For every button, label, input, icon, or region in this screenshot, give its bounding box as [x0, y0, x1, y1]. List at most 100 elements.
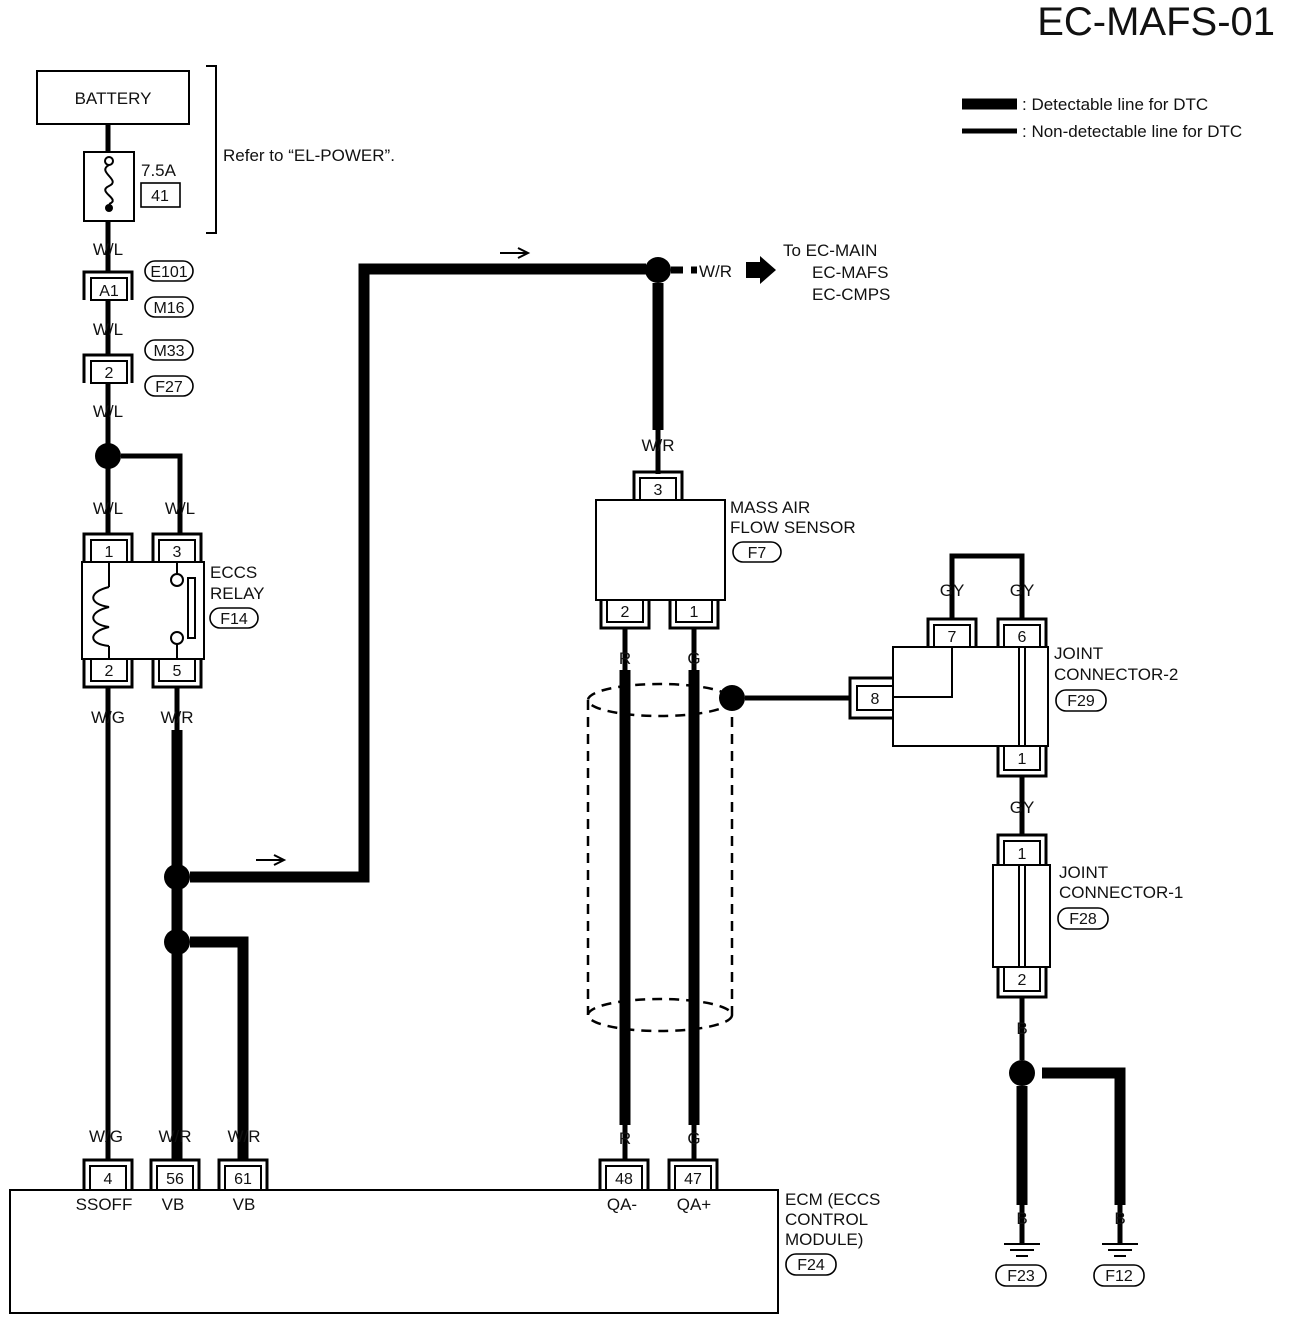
splice-to-ecm61-wire	[190, 936, 249, 1160]
jc2-pin8-shell	[848, 676, 893, 720]
splice-to-relay3-wire	[121, 453, 183, 534]
relay-title-2: RELAY	[210, 584, 265, 603]
refer-bracket	[206, 65, 217, 234]
ground-f12-icon	[1102, 1243, 1138, 1257]
flow-arrow-upper	[500, 247, 531, 259]
wire-color-b-3: B	[1114, 1209, 1125, 1228]
pin-relay-5: 5	[173, 663, 182, 680]
ecm-pin61-shell	[217, 1158, 269, 1190]
relay-pin5-box	[158, 658, 196, 682]
to-block-1: To EC-MAIN	[783, 241, 877, 260]
relay-switch-contact-bottom	[170, 631, 184, 645]
pin-maf-3: 3	[654, 482, 663, 499]
tag-m33: M33	[153, 343, 184, 360]
jc1-title-1: JOINT	[1059, 863, 1108, 882]
pin-jc1-2: 2	[1018, 972, 1027, 989]
pin-ecm-48: 48	[615, 1171, 633, 1188]
maf-sensor-body	[595, 499, 726, 601]
jc2-pin1-box	[1003, 745, 1041, 771]
ecm-pin48-shell	[598, 1158, 650, 1190]
maf-title-1: MASS AIR	[730, 498, 810, 517]
tag-m16: M16	[153, 300, 184, 317]
pin-jc1-1: 1	[1018, 846, 1027, 863]
pin-a1: A1	[99, 283, 119, 300]
tag-f7: F7	[748, 545, 767, 562]
ecm-pin4-box	[89, 1165, 127, 1191]
tag-m33-box	[144, 339, 194, 361]
ecm-title-1: ECM (ECCS	[785, 1190, 880, 1209]
to-block-3: EC-CMPS	[812, 285, 890, 304]
wire-color-wl-2: W/L	[93, 320, 123, 339]
ecm-pin47-shell	[667, 1158, 719, 1190]
gy-jumper-wire	[949, 553, 1025, 620]
tag-f23-box	[995, 1264, 1047, 1287]
pin-jc2-8: 8	[871, 691, 880, 708]
wire-color-wg-2: W/G	[89, 1127, 123, 1146]
tag-f24-box	[785, 1253, 837, 1276]
maf-pin1-box	[675, 599, 713, 623]
ecm-terminal-vb-2: VB	[233, 1195, 256, 1214]
wire-color-wg-1: W/G	[91, 708, 125, 727]
shield-drain-splice	[719, 685, 745, 711]
jc2-title-1: JOINT	[1054, 644, 1103, 663]
relay-pin3-shell	[151, 532, 203, 562]
pin-relay-1: 1	[105, 544, 114, 561]
relay-switch-contact-top	[170, 573, 184, 587]
wire-color-wl-3: W/L	[93, 402, 123, 421]
tag-e101: E101	[150, 264, 187, 281]
wire-color-wr-1: W/R	[160, 708, 193, 727]
tag-f27-box	[144, 375, 194, 397]
tag-f23: F23	[1007, 1268, 1035, 1285]
tag-f24: F24	[797, 1257, 825, 1274]
wire-color-wr-5: W/R	[641, 436, 674, 455]
wire-color-wr-4: W/R	[699, 262, 732, 281]
jc2-pin8-box	[856, 685, 894, 711]
jc2-pin6-shell	[996, 617, 1048, 647]
to-block-2: EC-MAFS	[812, 263, 889, 282]
battery-box	[36, 70, 190, 125]
ecm-title-3: MODULE)	[785, 1230, 863, 1249]
wire-color-r-2: R	[619, 1129, 631, 1148]
pin-ecm-4: 4	[104, 1171, 113, 1188]
connector-a1-shell	[82, 270, 134, 300]
wire-color-gy-2: GY	[1010, 581, 1035, 600]
jc1-pin2-box	[1003, 966, 1041, 992]
pin-jc2-1: 1	[1018, 751, 1027, 768]
relay-pin2-box	[90, 658, 128, 682]
ecm-pin56-shell	[149, 1158, 201, 1190]
tag-f14: F14	[220, 611, 248, 628]
jc1-pin1-shell	[996, 833, 1048, 865]
pin-ecm-56: 56	[166, 1171, 184, 1188]
wire-color-b-2: B	[1016, 1209, 1027, 1228]
legend-non-detectable-label: : Non-detectable line for DTC	[1022, 122, 1242, 141]
tag-f12-box	[1093, 1264, 1145, 1287]
relay-switch-arm	[187, 577, 196, 639]
tag-f29-box	[1055, 689, 1107, 712]
legend-detectable-label: : Detectable line for DTC	[1022, 95, 1208, 114]
jc2-pin7-shell	[926, 617, 978, 647]
tag-f14-box	[209, 607, 259, 629]
ecm-title-2: CONTROL	[785, 1210, 868, 1229]
pin-relay-2: 2	[105, 663, 114, 680]
tag-f7-box	[732, 541, 782, 563]
maf-pin3-shell	[632, 470, 684, 500]
tag-m16-box	[144, 296, 194, 318]
pin-jc2-6: 6	[1018, 629, 1027, 646]
ecm-terminal-ssoff: SSOFF	[76, 1195, 133, 1214]
pin-relay-3: 3	[173, 544, 182, 561]
splice-wr-top	[645, 257, 671, 283]
splice-ground	[1009, 1060, 1035, 1086]
fuse-rating: 7.5A	[141, 161, 177, 180]
legend: : Detectable line for DTC : Non-detectab…	[962, 95, 1242, 141]
wire-color-b-1: B	[1016, 1019, 1027, 1038]
wr-trunk-wire	[190, 263, 646, 883]
ecm-terminal-vb-1: VB	[162, 1195, 185, 1214]
jc1-title-2: CONNECTOR-1	[1059, 883, 1183, 902]
fuse-number-box	[140, 182, 181, 208]
splice-wr-upper	[164, 864, 190, 890]
pin-ecm-61: 61	[234, 1171, 252, 1188]
splice-wr-lower	[164, 929, 190, 955]
pin-maf-1: 1	[690, 604, 699, 621]
pin-inline-2: 2	[105, 365, 114, 382]
